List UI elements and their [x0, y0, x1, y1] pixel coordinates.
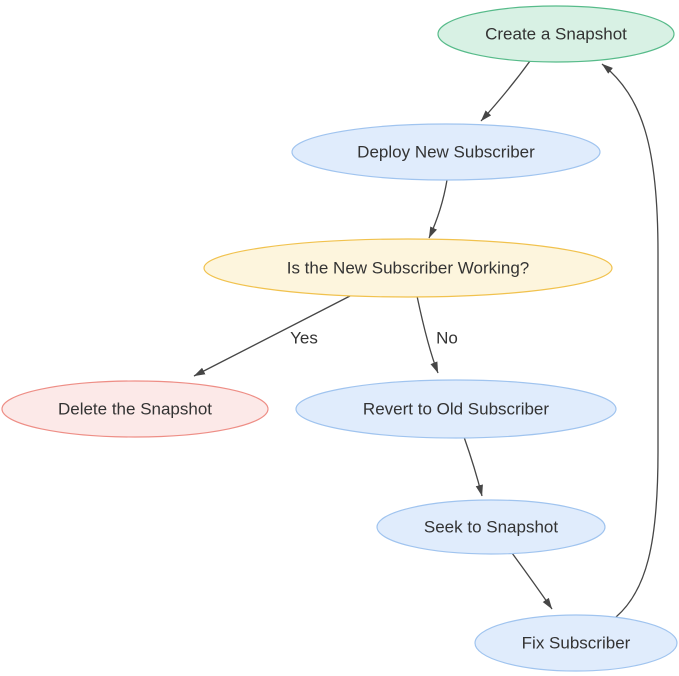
node-label-create-a-snapshot: Create a Snapshot	[485, 25, 627, 44]
node-deploy-new-subscriber: Deploy New Subscriber	[291, 123, 601, 181]
edge-is-the-new-subscriber-working-to-delete-the-snapshot	[193, 295, 351, 377]
node-shape-delete-the-snapshot	[1, 380, 269, 438]
node-shape-create-a-snapshot	[437, 5, 675, 63]
node-shape-revert-to-old-subscriber	[295, 379, 617, 439]
node-seek-to-snapshot: Seek to Snapshot	[376, 499, 606, 555]
node-shape-seek-to-snapshot	[376, 499, 606, 555]
node-create-a-snapshot: Create a Snapshot	[437, 5, 675, 63]
node-revert-to-old-subscriber: Revert to Old Subscriber	[295, 379, 617, 439]
node-label-fix-subscriber: Fix Subscriber	[522, 634, 631, 653]
node-is-the-new-subscriber-working: Is the New Subscriber Working?	[203, 238, 613, 298]
node-fix-subscriber: Fix Subscriber	[474, 614, 678, 672]
edge-seek-to-snapshot-to-fix-subscriber	[511, 552, 553, 610]
node-shape-fix-subscriber	[474, 614, 678, 672]
edge-revert-to-old-subscriber-to-seek-to-snapshot	[463, 436, 483, 497]
edge-create-a-snapshot-to-deploy-new-subscriber	[480, 60, 531, 122]
edge-label-yes: Yes	[290, 329, 318, 348]
node-label-is-the-new-subscriber-working: Is the New Subscriber Working?	[287, 259, 530, 278]
node-label-revert-to-old-subscriber: Revert to Old Subscriber	[363, 400, 549, 419]
edge-label-no: No	[436, 329, 458, 348]
node-label-seek-to-snapshot: Seek to Snapshot	[424, 518, 558, 537]
node-shape-is-the-new-subscriber-working	[203, 238, 613, 298]
edge-is-the-new-subscriber-working-to-revert-to-old-subscriber	[416, 295, 439, 374]
node-shape-deploy-new-subscriber	[291, 123, 601, 181]
node-delete-the-snapshot: Delete the Snapshot	[1, 380, 269, 438]
node-label-delete-the-snapshot: Delete the Snapshot	[58, 400, 212, 419]
edge-fix-subscriber-to-create-a-snapshot	[601, 63, 659, 618]
edge-deploy-new-subscriber-to-is-the-new-subscriber-working	[428, 179, 448, 239]
node-label-deploy-new-subscriber: Deploy New Subscriber	[357, 143, 535, 162]
